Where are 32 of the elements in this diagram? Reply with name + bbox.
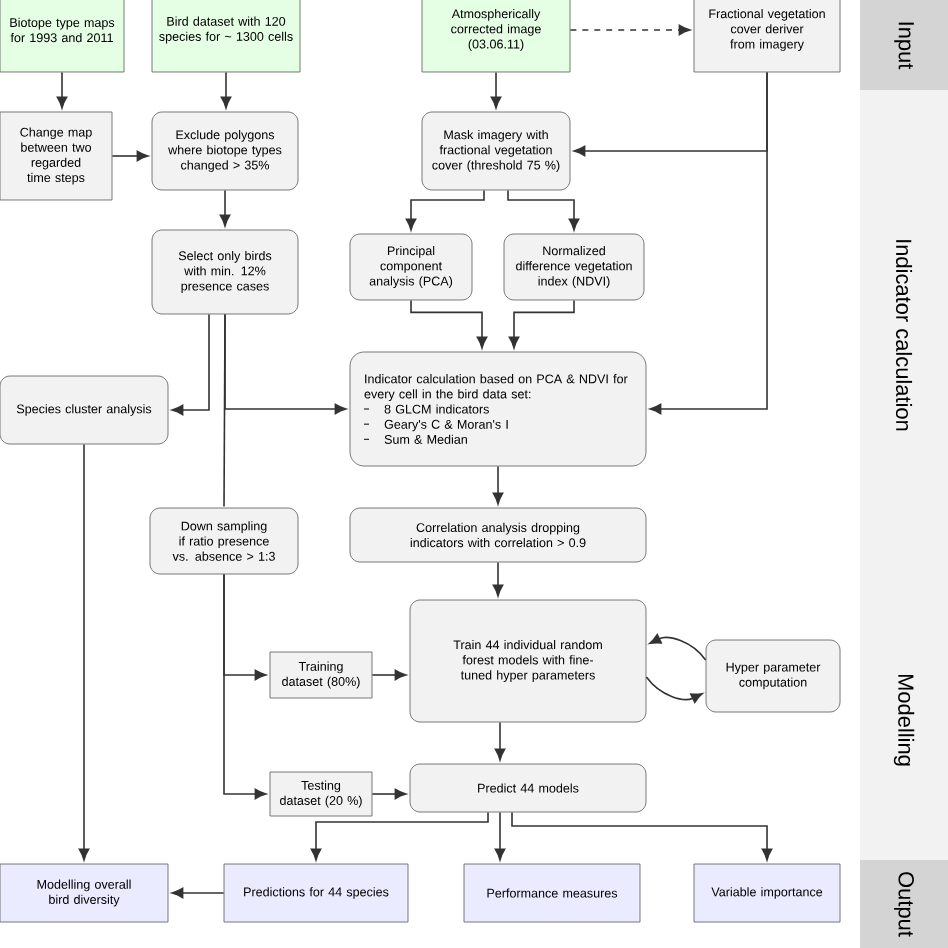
section-band: Modelling (860, 580, 948, 860)
arrow (310, 811, 489, 861)
curved-arrow (645, 676, 703, 704)
node-label: Indicator calculation (895, 240, 913, 431)
arrow (410, 299, 488, 349)
arrow (405, 189, 485, 231)
arrow (171, 887, 225, 899)
arrow (507, 189, 580, 231)
arrow (371, 669, 407, 681)
arrow (508, 299, 575, 349)
arrow (111, 150, 149, 162)
arrow (511, 811, 773, 861)
arrow (492, 465, 504, 505)
arrow (220, 71, 232, 109)
arrow (223, 573, 267, 800)
arrow (490, 71, 502, 109)
arrow (492, 561, 504, 597)
curved-arrow (649, 633, 707, 661)
node-label: Modelling (893, 674, 915, 766)
section-band: Input (860, 0, 948, 90)
arrow (78, 443, 90, 861)
arrow (569, 24, 691, 36)
arrow (171, 313, 210, 416)
section-band: Indicator calculation (860, 90, 948, 580)
arrow (371, 788, 407, 800)
arrow (494, 721, 506, 761)
arrow (56, 71, 68, 109)
arrow (219, 189, 231, 227)
section-band: Output (860, 860, 948, 948)
arrow (494, 811, 506, 861)
arrow (649, 71, 768, 415)
connector-line (223, 313, 226, 508)
